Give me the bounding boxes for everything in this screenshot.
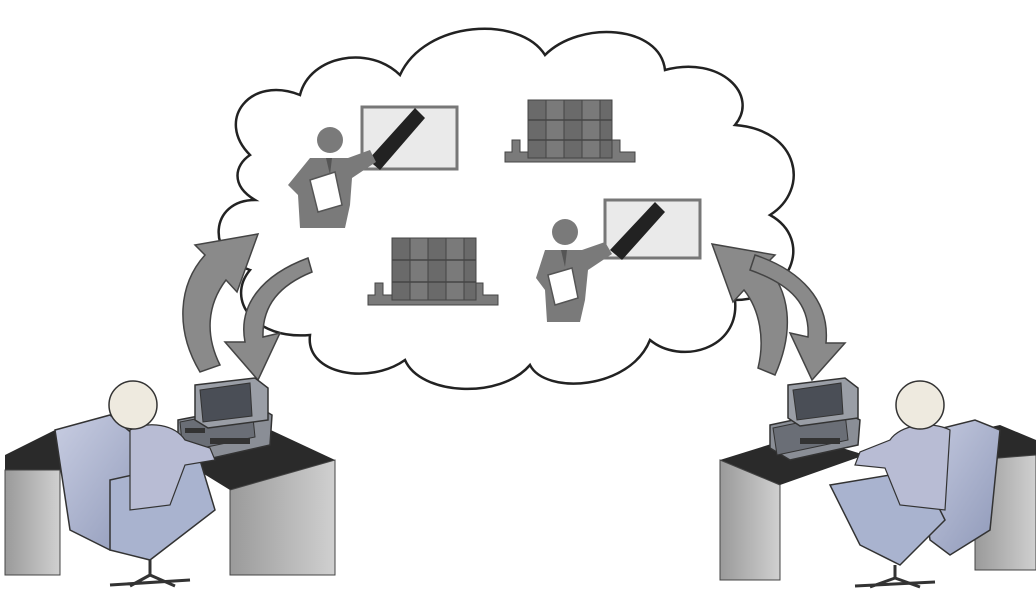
head bbox=[108, 380, 158, 430]
arrow-up-icon bbox=[182, 233, 260, 373]
computer-icon bbox=[769, 377, 861, 461]
person bbox=[854, 380, 951, 511]
arrow-down-icon bbox=[223, 257, 313, 382]
books-icon bbox=[367, 237, 499, 306]
arrow-down-icon bbox=[749, 254, 847, 382]
presenter-icon bbox=[288, 105, 459, 228]
presenter-icon bbox=[536, 198, 702, 322]
right-user-workstation bbox=[719, 377, 1036, 589]
left-user-workstation bbox=[4, 377, 336, 588]
desk-side bbox=[4, 469, 61, 576]
books-icon bbox=[504, 99, 636, 163]
desk-side bbox=[229, 459, 336, 576]
desk-side bbox=[719, 459, 781, 581]
person bbox=[108, 380, 216, 511]
head bbox=[895, 380, 945, 430]
